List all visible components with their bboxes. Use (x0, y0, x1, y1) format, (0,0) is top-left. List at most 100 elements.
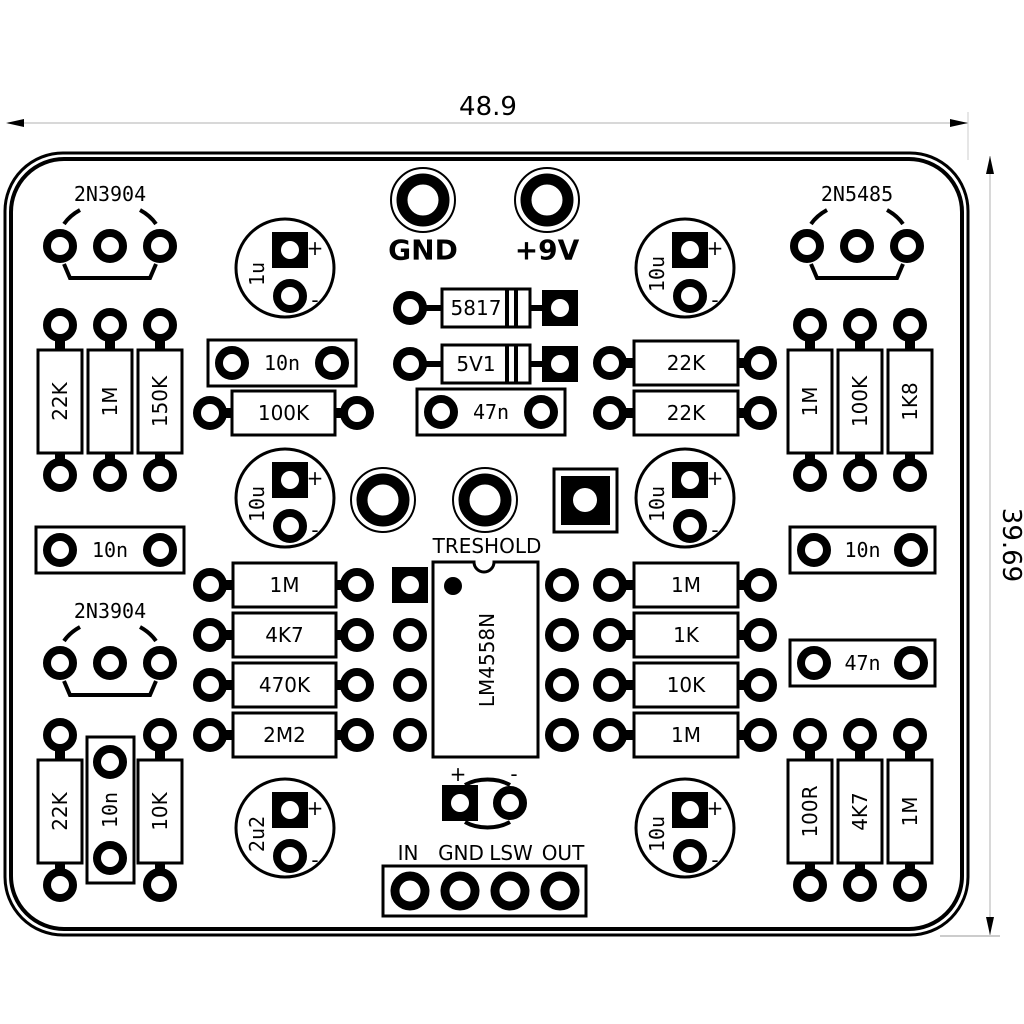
film-capacitor: 10n (788, 525, 937, 575)
header-pin-label: LSW (489, 841, 533, 865)
resistor-value: 1M (98, 387, 122, 417)
round-pad (43, 718, 77, 752)
round-pad (743, 668, 777, 702)
threshold-trimmer: TRESHOLD (350, 467, 619, 558)
round-pad (93, 308, 127, 342)
resistor-value: 22K (48, 381, 72, 420)
trimmer-label: TRESHOLD (432, 534, 542, 558)
resistor-value: 10K (148, 791, 172, 830)
resistor-value: 100R (798, 785, 822, 837)
led-plus: + (450, 762, 467, 786)
power-jack-9v: +9V (514, 167, 580, 267)
round-pad (743, 618, 777, 652)
board-outline (3, 151, 970, 937)
resistor-body (632, 561, 740, 609)
resistor-body (632, 389, 740, 437)
transistor: 2N5485 (790, 182, 924, 280)
resistor-value: 10K (667, 673, 706, 697)
resistor: 22K (593, 339, 777, 387)
pad-hole (451, 794, 469, 812)
resistor-body (886, 348, 934, 455)
round-pad (143, 868, 177, 902)
film-capacitor: 10n (85, 735, 136, 885)
header-pin-label: IN (398, 841, 419, 865)
round-pad (193, 568, 227, 602)
round-pad (790, 229, 824, 263)
resistor: 150K (136, 308, 184, 492)
dimension-width: 48.9 (6, 92, 969, 160)
resistor-value: 150K (148, 375, 172, 427)
round-pad (93, 229, 127, 263)
diode-value: 5V1 (456, 352, 495, 376)
minus-sign: - (311, 288, 318, 312)
round-pad (143, 718, 177, 752)
round-pad (273, 509, 307, 543)
resistor-body (36, 348, 84, 455)
round-pad (593, 346, 627, 380)
jack-hole (514, 167, 580, 233)
power-jack-label: GND (388, 234, 458, 267)
resistor-body (86, 348, 134, 455)
cap-value: 10n (92, 538, 128, 562)
led-outline (464, 820, 511, 830)
minus-sign: - (311, 848, 318, 872)
cap-value: 10n (844, 538, 880, 562)
resistor: 1M (886, 718, 934, 902)
round-pad (393, 618, 427, 652)
cap-value: 10n (264, 351, 300, 375)
round-pad (93, 745, 127, 779)
round-pad (743, 718, 777, 752)
plus-sign: + (707, 466, 724, 490)
resistor-value: 100K (848, 375, 872, 427)
round-pad (843, 718, 877, 752)
pad-hole (681, 471, 699, 489)
cap-value: 47n (473, 400, 509, 424)
led: +- (442, 762, 527, 830)
resistor-value: 100K (258, 401, 310, 425)
resistor-body (632, 339, 740, 387)
round-pad (793, 868, 827, 902)
trimmer-pin (350, 467, 416, 533)
pad-hole (551, 299, 569, 317)
resistor-value: 1M (671, 723, 701, 747)
round-pad (340, 668, 374, 702)
resistor-body (136, 758, 184, 865)
width-label: 48.9 (459, 92, 517, 122)
height-label: 39.69 (996, 508, 1024, 582)
round-pad (743, 396, 777, 430)
round-pad (43, 308, 77, 342)
plus-sign: + (707, 796, 724, 820)
resistor: 4K7 (193, 611, 374, 659)
round-pad (273, 839, 307, 873)
round-pad (893, 868, 927, 902)
round-pad (893, 458, 927, 492)
round-pad (143, 229, 177, 263)
pad-hole (281, 471, 299, 489)
round-pad (193, 618, 227, 652)
round-pad (593, 396, 627, 430)
resistor-value: 2M2 (263, 723, 306, 747)
minus-sign: - (711, 848, 718, 872)
resistor-body (231, 561, 338, 609)
resistor: 10K (136, 718, 184, 902)
round-pad (43, 229, 77, 263)
resistor-value: 1K (673, 623, 700, 647)
round-pad (743, 346, 777, 380)
round-pad (93, 458, 127, 492)
film-capacitor: 47n (415, 387, 567, 437)
resistor-value: 4K7 (265, 623, 304, 647)
round-pad (894, 646, 928, 680)
resistor-body (231, 611, 338, 659)
round-pad (890, 229, 924, 263)
round-pad (673, 509, 707, 543)
resistor-value: 1M (270, 573, 300, 597)
round-pad (793, 718, 827, 752)
round-pad (893, 308, 927, 342)
resistor: 4K7 (836, 718, 884, 902)
round-pad (743, 568, 777, 602)
transistor: 2N3904 (43, 599, 177, 697)
resistor: 100K (836, 308, 884, 492)
minus-sign: - (711, 288, 718, 312)
power-jack-gnd: GND (388, 167, 458, 267)
